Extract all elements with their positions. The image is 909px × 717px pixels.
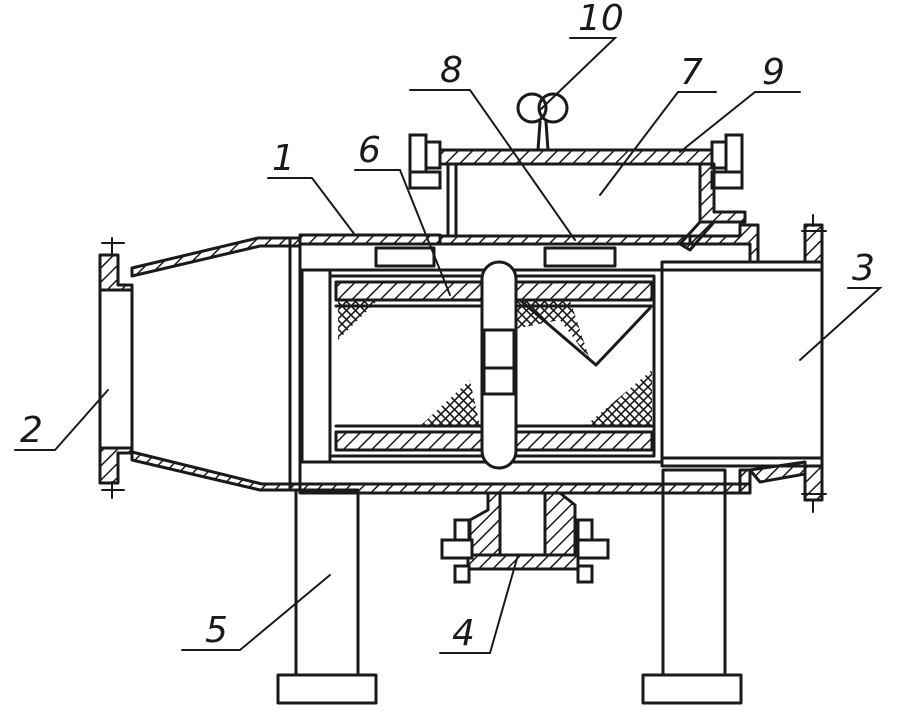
inlet-nozzle [98, 236, 302, 499]
callout-4: 4 [452, 613, 475, 654]
callout-1: 1 [272, 138, 295, 179]
filter-cartridge [300, 260, 824, 470]
callout-3: 3 [852, 248, 875, 289]
callout-8: 8 [440, 50, 463, 91]
callout-9: 9 [762, 52, 785, 93]
cover-housing [374, 133, 747, 268]
callout-labels: 1 2 3 4 5 6 7 8 9 10 [20, 0, 875, 654]
outlet-flange [748, 214, 827, 513]
callout-6: 6 [358, 130, 381, 171]
drain-nozzle [440, 491, 610, 584]
body-shell [288, 223, 760, 495]
leader-lines [14, 37, 883, 654]
callout-2: 2 [20, 410, 43, 451]
pressure-gauge [516, 92, 569, 152]
callout-10: 10 [578, 0, 624, 39]
callout-7: 7 [680, 52, 703, 93]
callout-5: 5 [205, 610, 228, 651]
